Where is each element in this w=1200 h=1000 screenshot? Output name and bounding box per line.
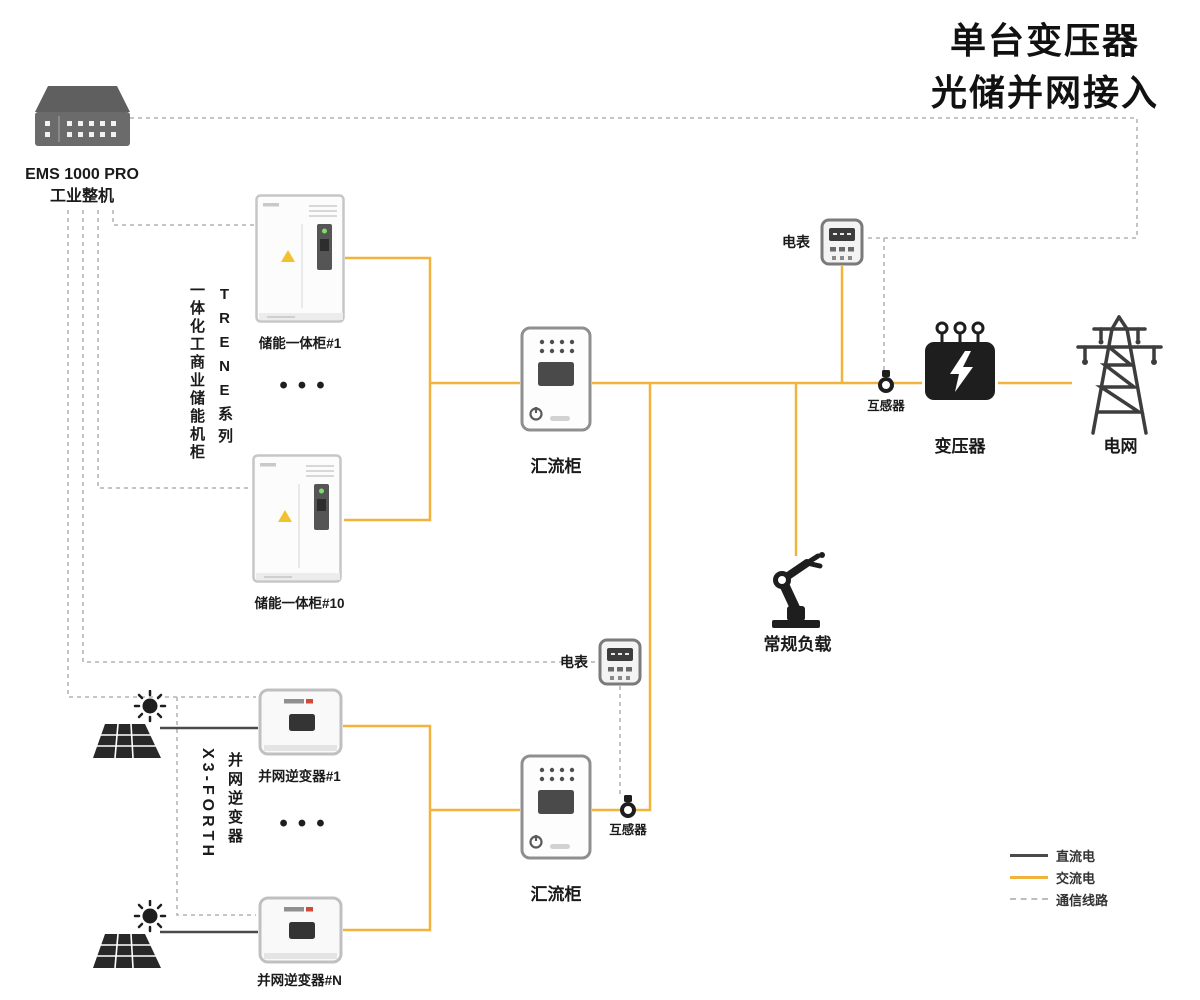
current-transformer-bottom-icon: [618, 795, 638, 826]
grid-label: 电网: [1103, 437, 1138, 456]
legend-ac-label: 交流电: [1056, 870, 1096, 886]
diagram-title-line1: 单台变压器: [949, 20, 1140, 61]
storage-cabinet-10-icon: [252, 454, 342, 595]
inverter-series-vertical-text: X3-FORTH: [199, 748, 216, 860]
power-grid-icon: [1072, 315, 1167, 440]
comm-line-sample: [1010, 898, 1048, 900]
load-label: 常规负载: [763, 635, 832, 654]
ct-bottom-label: 互感器: [609, 823, 647, 837]
storage-cabinet-10-label: 储能一体柜#10: [254, 596, 345, 611]
legend-dc-label: 直流电: [1056, 848, 1096, 864]
legend-row-ac: 交流电: [1010, 866, 1108, 888]
meter-top-label: 电表: [782, 234, 810, 250]
combiner-cabinet-top-icon: [520, 326, 592, 443]
legend-row-comm: 通信线路: [1010, 888, 1108, 910]
transformer-icon: [922, 320, 998, 411]
combiner-cabinet-bottom-icon: [520, 754, 592, 871]
diagram-title-line2: 光储并网接入: [930, 72, 1159, 113]
inverter-n-icon: [258, 896, 343, 975]
storage-series-vertical-text: 一体化工商业储能机柜: [188, 282, 205, 462]
comm-line-ems-to-cabinet-1: [112, 210, 255, 226]
solar-panel-2-icon: [88, 899, 168, 983]
inverter-n-label: 并网逆变器#N: [257, 973, 342, 988]
current-transformer-top-icon: [876, 370, 896, 401]
inverter-type-vertical-text: 并网逆变器: [226, 752, 243, 847]
storage-ellipsis: •••: [279, 372, 335, 399]
storage-cabinet-1-icon: [255, 194, 345, 335]
comm-line-to-inverter-n: [176, 697, 256, 916]
ac-combiner-bottom-riser: [592, 383, 652, 812]
inverter-1-icon: [258, 688, 343, 767]
transformer-label: 变压器: [934, 437, 986, 456]
ac-line-inverters-to-riser: [343, 724, 432, 932]
legend-comm-label: 通信线路: [1056, 892, 1109, 908]
combiner-top-label: 汇流柜: [530, 457, 582, 476]
comm-line-ems-to-meter-top: [130, 117, 1138, 239]
legend-row-dc: 直流电: [1010, 844, 1108, 866]
ct-top-label: 互感器: [867, 399, 905, 413]
inverter-ellipsis: •••: [279, 810, 335, 837]
legend: 直流电 交流电 通信线路: [1010, 844, 1108, 910]
dc-line-sample: [1010, 853, 1048, 857]
solar-panel-1-icon: [88, 689, 168, 773]
storage-cabinet-1-label: 储能一体柜#1: [258, 336, 342, 351]
ac-line-sample: [1010, 875, 1048, 879]
diagram-title: 单台变压器 光储并网接入: [895, 12, 1195, 116]
comm-line-ems-to-inverter-1: [67, 210, 256, 698]
meter-bottom-label: 电表: [560, 654, 588, 670]
inverter-1-label: 并网逆变器#1: [258, 769, 341, 784]
load-robot-arm-icon: [760, 548, 832, 635]
ac-line-cabinets-to-riser: [344, 256, 432, 522]
ems-subtitle: 工业整机: [49, 187, 114, 205]
storage-series-name-vertical-text: TRENE系列: [216, 286, 233, 450]
meter-bottom-icon: [598, 638, 642, 691]
comm-line-ems-to-meter-bottom: [82, 210, 596, 663]
combiner-bottom-label: 汇流柜: [530, 885, 582, 904]
ems-name: EMS 1000 PRO: [25, 166, 139, 183]
meter-top-icon: [820, 218, 864, 271]
ems-icon: [35, 68, 130, 163]
ems-label: EMS 1000 PRO 工业整机: [2, 164, 162, 207]
